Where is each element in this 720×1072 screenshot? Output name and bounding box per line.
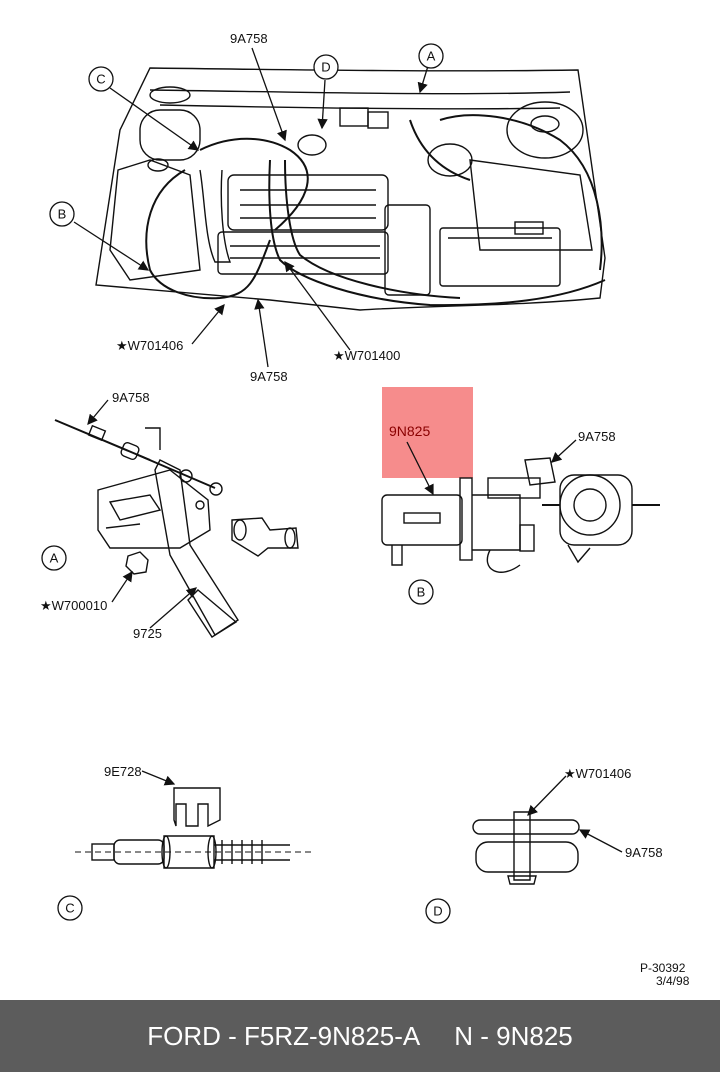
callout-b-top: B [49, 201, 75, 227]
callout-c-top-text: C [96, 72, 105, 87]
clamp-drawing [472, 811, 580, 885]
label-w701406-top: ★W701406 [116, 338, 183, 353]
callout-a-top: A [418, 43, 444, 69]
actuator-drawing [381, 457, 660, 573]
callout-a-detail-text: A [50, 551, 59, 566]
callout-c-top: C [88, 66, 114, 92]
engine-leaders [73, 47, 429, 368]
actuator-leaders [406, 439, 577, 496]
label-9725: 9725 [133, 626, 162, 641]
callout-d-top-text: D [321, 60, 330, 75]
leader-9e728 [141, 770, 176, 786]
parts-diagram: 9A758 C D A B ★W701406 ★W701400 9A758 [40, 31, 690, 988]
callout-a-top-text: A [427, 49, 436, 64]
engine-bay-drawing [95, 67, 606, 311]
pedal-drawing [54, 419, 299, 638]
label-9a758-bottom: 9A758 [250, 369, 288, 384]
highlight-box-9n825 [382, 387, 473, 478]
label-w701400: ★W701400 [333, 348, 400, 363]
label-w700010: ★W700010 [40, 598, 107, 613]
label-w701406-clamp: ★W701406 [564, 766, 631, 781]
oem-number-text: N - 9N825 [454, 1020, 573, 1051]
callout-c-detail-text: C [65, 901, 74, 916]
callout-b-detail: B [408, 579, 434, 605]
callout-a-detail: A [41, 545, 67, 571]
callout-d-detail: D [425, 898, 451, 924]
callout-b-top-text: B [58, 207, 67, 222]
label-9a758-clamp: 9A758 [625, 845, 663, 860]
callout-c-detail: C [57, 895, 83, 921]
part-number-text: FORD - F5RZ-9N825-A [147, 1020, 421, 1051]
reference-code: P-30392 [640, 961, 686, 975]
callout-d-top: D [313, 54, 339, 80]
throttle-cable-routing [145, 114, 606, 307]
pedal-leaders [87, 399, 197, 629]
label-9a758-actuator: 9A758 [578, 429, 616, 444]
part-number-banner: FORD - F5RZ-9N825-A N - 9N825 [0, 1000, 720, 1072]
reference-date: 3/4/98 [656, 974, 690, 988]
label-9a758-top: 9A758 [230, 31, 268, 46]
label-9a758-pedal: 9A758 [112, 390, 150, 405]
callout-b-detail-text: B [417, 585, 426, 600]
label-9n825: 9N825 [389, 423, 430, 439]
cable-clip-drawing [75, 787, 312, 869]
clamp-leaders [527, 775, 623, 853]
callout-d-detail-text: D [433, 904, 442, 919]
label-9e728: 9E728 [104, 764, 142, 779]
